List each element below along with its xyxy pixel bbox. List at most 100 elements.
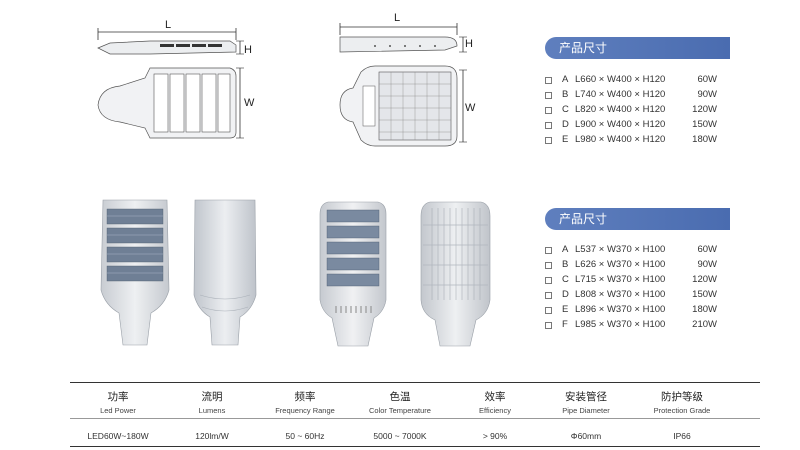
- spec-dimensions: L896 × W370 × H100: [575, 304, 666, 315]
- spec-letter: D: [562, 289, 569, 300]
- table-top-rule: [70, 382, 760, 383]
- spec-row: C L820 × W400 × H120 120W: [545, 104, 717, 119]
- spec-col-en: Color Temperature: [369, 406, 431, 415]
- dim-w-label-2: W: [465, 102, 476, 114]
- spec-col-cn: 色温: [389, 391, 411, 403]
- spec-col-efficiency: 效率 Efficiency > 90%: [440, 389, 550, 441]
- dim-h-label-1: H: [244, 44, 252, 56]
- spec-row: D L808 × W370 × H100 150W: [545, 289, 717, 304]
- spec-col-pipe-diameter: 安装管径 Pipe Diameter Φ60mm: [531, 389, 641, 441]
- spec-power: 150W: [692, 289, 717, 300]
- lamp1-back-photo: [193, 199, 257, 346]
- spec-col-lumens: 流明 Lumens 120lm/W: [157, 389, 267, 441]
- spec-col-value: > 90%: [482, 431, 508, 441]
- product-size-header-2: 产品尺寸: [545, 208, 730, 230]
- spec-letter: D: [562, 119, 569, 130]
- lamp2-technical-drawing: [339, 23, 467, 147]
- spec-col-cn: 效率: [484, 391, 506, 403]
- product-size-list-2: A L537 × W370 × H100 60W B L626 × W370 × H1…: [545, 244, 717, 334]
- lamp2-back-photo: [420, 201, 491, 347]
- spec-letter: E: [562, 304, 569, 315]
- spec-dimensions: L900 × W400 × H120: [575, 119, 666, 130]
- checkbox[interactable]: [545, 122, 552, 129]
- lamp1-front-photo: [100, 199, 170, 346]
- checkbox[interactable]: [545, 107, 552, 114]
- product-size-header-1: 产品尺寸: [545, 37, 730, 59]
- spec-dimensions: L715 × W370 × H100: [575, 274, 666, 285]
- spec-letter: C: [562, 104, 569, 115]
- spec-letter: B: [562, 259, 569, 270]
- spec-row: E L896 × W370 × H100 180W: [545, 304, 717, 319]
- table-bottom-rule: [70, 446, 760, 447]
- spec-col-cn: 频率: [294, 391, 316, 403]
- spec-row: E L980 × W400 × H120 180W: [545, 134, 717, 149]
- spec-col-cn: 安装管径: [565, 391, 607, 403]
- spec-row: A L537 × W370 × H100 60W: [545, 244, 717, 259]
- spec-col-value: Φ60mm: [570, 431, 602, 441]
- spec-power: 120W: [692, 274, 717, 285]
- checkbox[interactable]: [545, 137, 552, 144]
- spec-row: B L626 × W370 × H100 90W: [545, 259, 717, 274]
- spec-letter: C: [562, 274, 569, 285]
- spec-dimensions: L985 × W370 × H100: [575, 319, 666, 330]
- spec-power: 150W: [692, 119, 717, 130]
- spec-row: A L660 × W400 × H120 60W: [545, 74, 717, 89]
- spec-col-value: 5000 ~ 7000K: [373, 431, 427, 441]
- spec-row: C L715 × W370 × H100 120W: [545, 274, 717, 289]
- checkbox[interactable]: [545, 277, 552, 284]
- spec-dimensions: L820 × W400 × H120: [575, 104, 666, 115]
- spec-col-cn: 防护等级: [661, 391, 703, 403]
- spec-power: 60W: [697, 74, 717, 85]
- spec-dimensions: L980 × W400 × H120: [575, 134, 666, 145]
- spec-col-en: Protection Grade: [653, 406, 711, 415]
- dim-l-label-2: L: [394, 12, 401, 24]
- spec-col-en: Lumens: [198, 406, 226, 415]
- table-mid-rule: [70, 418, 760, 419]
- spec-power: 90W: [697, 259, 717, 270]
- spec-col-value: 120lm/W: [195, 431, 229, 441]
- spec-col-en: Led Power: [100, 406, 136, 415]
- spec-col-protection-grade: 防护等级 Protection Grade IP66: [627, 389, 737, 441]
- spec-col-en: Pipe Diameter: [562, 406, 610, 415]
- dim-h-label-2: H: [465, 38, 473, 50]
- spec-row: B L740 × W400 × H120 90W: [545, 89, 717, 104]
- spec-dimensions: L626 × W370 × H100: [575, 259, 666, 270]
- spec-dimensions: L740 × W400 × H120: [575, 89, 666, 100]
- checkbox[interactable]: [545, 77, 552, 84]
- spec-power: 180W: [692, 304, 717, 315]
- checkbox[interactable]: [545, 262, 552, 269]
- spec-row: D L900 × W400 × H120 150W: [545, 119, 717, 134]
- checkbox[interactable]: [545, 322, 552, 329]
- spec-col-power: 功率 Led Power LED60W~180W: [63, 389, 173, 441]
- spec-col-value: 50 ~ 60Hz: [285, 431, 325, 441]
- spec-letter: B: [562, 89, 569, 100]
- spec-col-frequency: 频率 Frequency Range 50 ~ 60Hz: [250, 389, 360, 441]
- spec-power: 180W: [692, 134, 717, 145]
- spec-col-en: Efficiency: [479, 406, 511, 415]
- spec-col-cn: 流明: [201, 391, 223, 403]
- dim-w-label-1: W: [244, 97, 255, 109]
- spec-dimensions: L537 × W370 × H100: [575, 244, 666, 255]
- spec-col-cn: 功率: [107, 391, 129, 403]
- spec-letter: A: [562, 74, 569, 85]
- checkbox[interactable]: [545, 292, 552, 299]
- spec-col-value: IP66: [673, 431, 691, 441]
- spec-col-value: LED60W~180W: [87, 431, 149, 441]
- spec-power: 90W: [697, 89, 717, 100]
- lamp2-front-photo: [319, 201, 387, 347]
- spec-col-en: Frequency Range: [275, 406, 335, 415]
- spec-letter: A: [562, 244, 569, 255]
- product-size-list-1: A L660 × W400 × H120 60W B L740 × W400 × H1…: [545, 74, 717, 149]
- checkbox[interactable]: [545, 307, 552, 314]
- checkbox[interactable]: [545, 92, 552, 99]
- spec-dimensions: L660 × W400 × H120: [575, 74, 666, 85]
- spec-letter: E: [562, 134, 569, 145]
- lamp1-technical-drawing: [97, 28, 244, 139]
- spec-power: 60W: [697, 244, 717, 255]
- spec-dimensions: L808 × W370 × H100: [575, 289, 666, 300]
- checkbox[interactable]: [545, 247, 552, 254]
- dim-l-label-1: L: [165, 19, 172, 31]
- spec-power: 120W: [692, 104, 717, 115]
- spec-col-color-temp: 色温 Color Temperature 5000 ~ 7000K: [345, 389, 455, 441]
